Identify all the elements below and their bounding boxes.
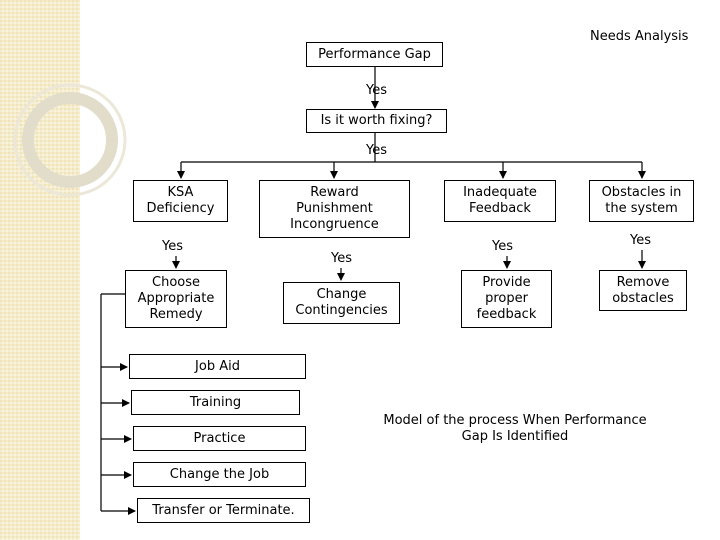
choose-remedy-node: Choose Appropriate Remedy: [125, 270, 227, 328]
yes-label-ksa: Yes: [162, 239, 183, 254]
diagram-caption: Model of the process When Performance Ga…: [383, 413, 647, 444]
ksa-deficiency-node: KSA Deficiency: [133, 180, 228, 222]
yes-label-1: Yes: [366, 83, 387, 98]
reward-punishment-node: Reward Punishment Incongruence: [259, 180, 410, 238]
remedy-training: Training: [131, 390, 300, 415]
remedy-job-aid: Job Aid: [129, 354, 306, 379]
obstacles-node: Obstacles in the system: [589, 180, 694, 222]
performance-gap-node: Performance Gap: [306, 42, 443, 67]
yes-label-2: Yes: [366, 143, 387, 158]
change-contingencies-node: Change Contingencies: [283, 282, 400, 324]
worth-fixing-node: Is it worth fixing?: [306, 109, 447, 133]
provide-feedback-node: Provide proper feedback: [461, 270, 552, 328]
remedy-transfer-terminate: Transfer or Terminate.: [137, 498, 310, 523]
decorative-sidebar: [0, 0, 80, 540]
remedy-practice: Practice: [133, 426, 306, 451]
yes-label-reward: Yes: [331, 251, 352, 266]
remove-obstacles-node: Remove obstacles: [599, 270, 687, 311]
yes-label-obstacles: Yes: [630, 233, 651, 248]
decorative-rings: [13, 83, 127, 197]
yes-label-feedback: Yes: [492, 239, 513, 254]
remedy-change-job: Change the Job: [133, 462, 306, 487]
diagram-title: Needs Analysis: [590, 29, 689, 44]
inadequate-feedback-node: Inadequate Feedback: [444, 180, 556, 222]
